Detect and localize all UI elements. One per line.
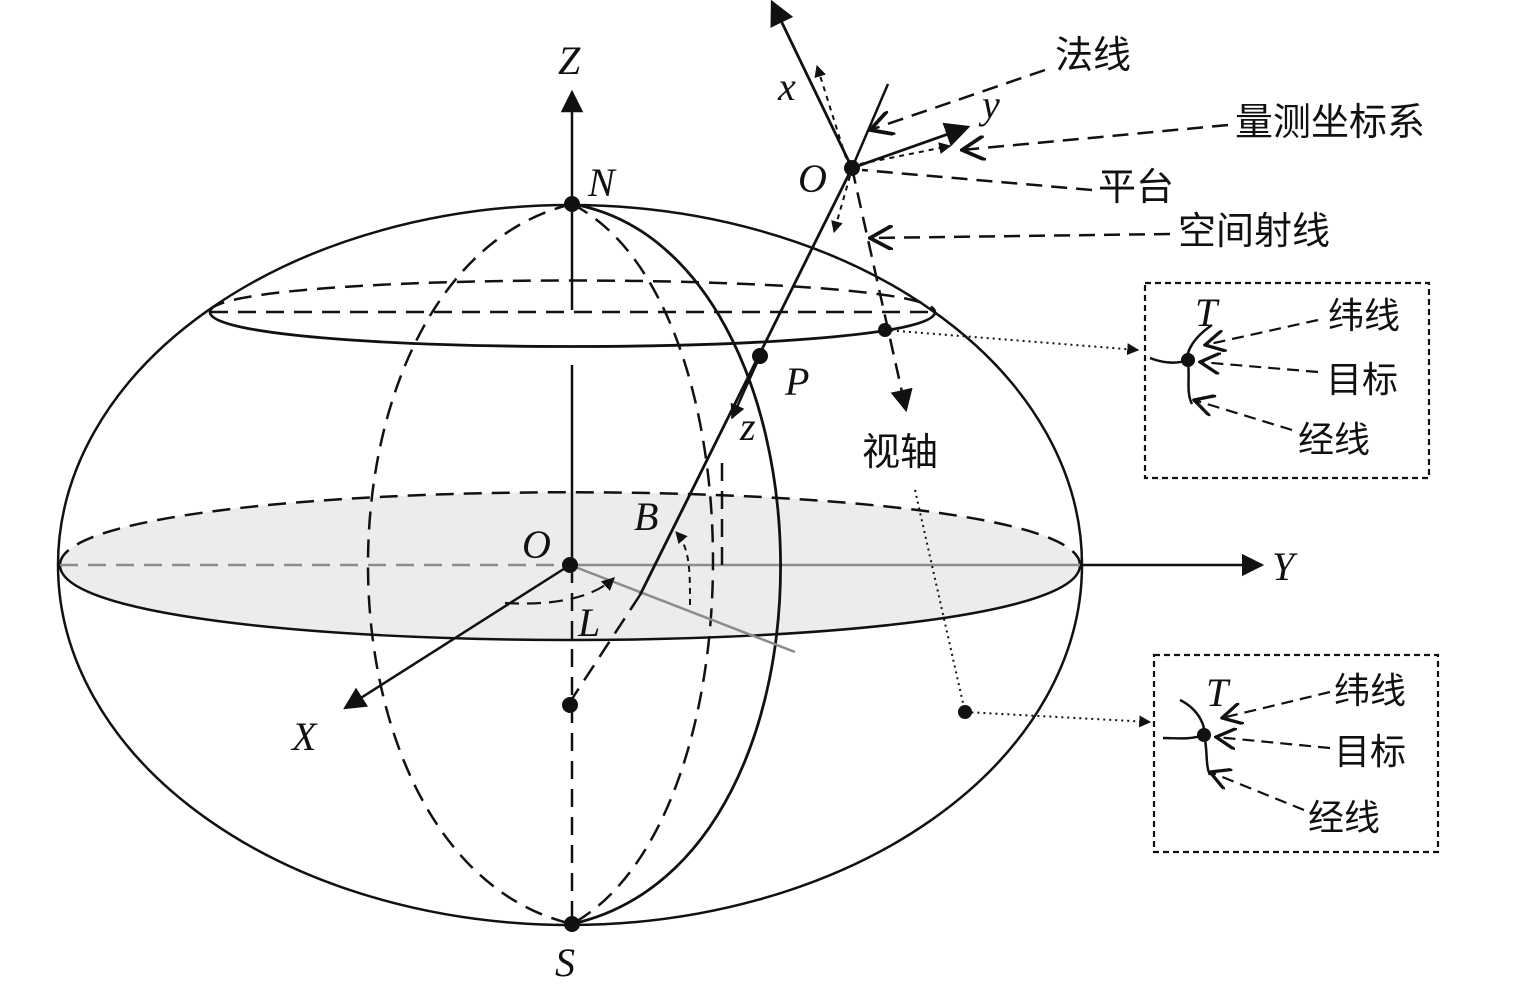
south-pole-dot [564, 916, 580, 932]
y-axis-label: Y [1272, 544, 1298, 589]
inset-2-target-leader [1216, 737, 1331, 748]
boresight-ray [850, 167, 913, 413]
north-pole-label: N [587, 160, 617, 205]
local-z-arrow [730, 355, 762, 420]
inset-1-target-letter: T [1195, 290, 1220, 335]
meridian-through-p [571, 202, 782, 926]
inset-2-target-letter: T [1206, 670, 1231, 715]
latitude-angle-label: B [634, 494, 658, 539]
inset-1-parallel-leader [1205, 318, 1319, 345]
inset-2-meridian-label: 经线 [1308, 798, 1380, 839]
platform-x-axis [770, 0, 854, 169]
frame-y-label: y [978, 82, 1000, 127]
surface-normal [638, 167, 854, 596]
inset-1-frame [1143, 281, 1431, 480]
inset-1-leader [884, 329, 1140, 356]
boresight-callout: 视轴 [862, 430, 938, 474]
space-ray-callout-leader [870, 234, 1171, 238]
inset-1: T 纬线 目标 经线 [1143, 281, 1431, 480]
target-dot-1 [878, 323, 892, 337]
inset-1-parallel-label: 纬线 [1328, 296, 1400, 337]
measurement-frame-callout-leader [962, 123, 1229, 150]
platform-y-axis [851, 122, 971, 170]
inset-2-parallel-label: 纬线 [1334, 671, 1406, 712]
center-label: O [522, 522, 551, 567]
longitude-angle-arc [504, 577, 615, 605]
inset-1-target-label: 目标 [1326, 360, 1398, 401]
platform-callout: 平台 [1098, 165, 1174, 209]
frame-x-label: x [777, 64, 796, 109]
latitude-angle-arc [675, 531, 691, 606]
platform-dot [844, 160, 860, 176]
north-pole-dot [564, 196, 580, 212]
surface-normal-inner [566, 594, 642, 706]
inset-2-frame [1152, 653, 1440, 854]
z-axis-label: Z [558, 38, 581, 83]
inset-2-target-label: 目标 [1334, 732, 1406, 773]
inset-1-target-leader [1200, 362, 1319, 372]
hidden-meridian [366, 202, 573, 926]
frame-z-label: z [739, 404, 756, 449]
center-dot [562, 557, 578, 573]
x-axis [343, 563, 571, 710]
target-dot-2 [958, 705, 972, 719]
inset-2-target-dot [1197, 728, 1211, 742]
measurement-frame-callout: 量测坐标系 [1235, 100, 1425, 144]
measurement-z-axis [831, 175, 851, 234]
inset-1-meridian-label: 经线 [1298, 420, 1370, 461]
hidden-meridian-back [571, 202, 715, 926]
inset-1-meridian-leader [1194, 400, 1293, 432]
inset-2: T 纬线 目标 经线 [1152, 653, 1440, 854]
platform-label: O [798, 156, 827, 201]
surface-point-label: P [784, 359, 809, 404]
surface-point-dot [752, 348, 768, 364]
inset-1-target-dot [1181, 353, 1195, 367]
south-pole-label: S [555, 940, 575, 985]
platform-normal-upper [850, 83, 890, 169]
normal-axis-intersection-dot [562, 697, 578, 713]
x-axis-label: X [290, 714, 318, 759]
normal-callout-leader [870, 68, 1046, 130]
platform-callout-leader [861, 168, 1093, 192]
measurement-x-axis [814, 64, 847, 159]
longitude-angle-label: L [577, 600, 600, 645]
inset-2-meridian-leader [1210, 772, 1305, 812]
normal-callout: 法线 [1055, 33, 1131, 77]
space-ray-callout: 空间射线 [1178, 209, 1330, 253]
